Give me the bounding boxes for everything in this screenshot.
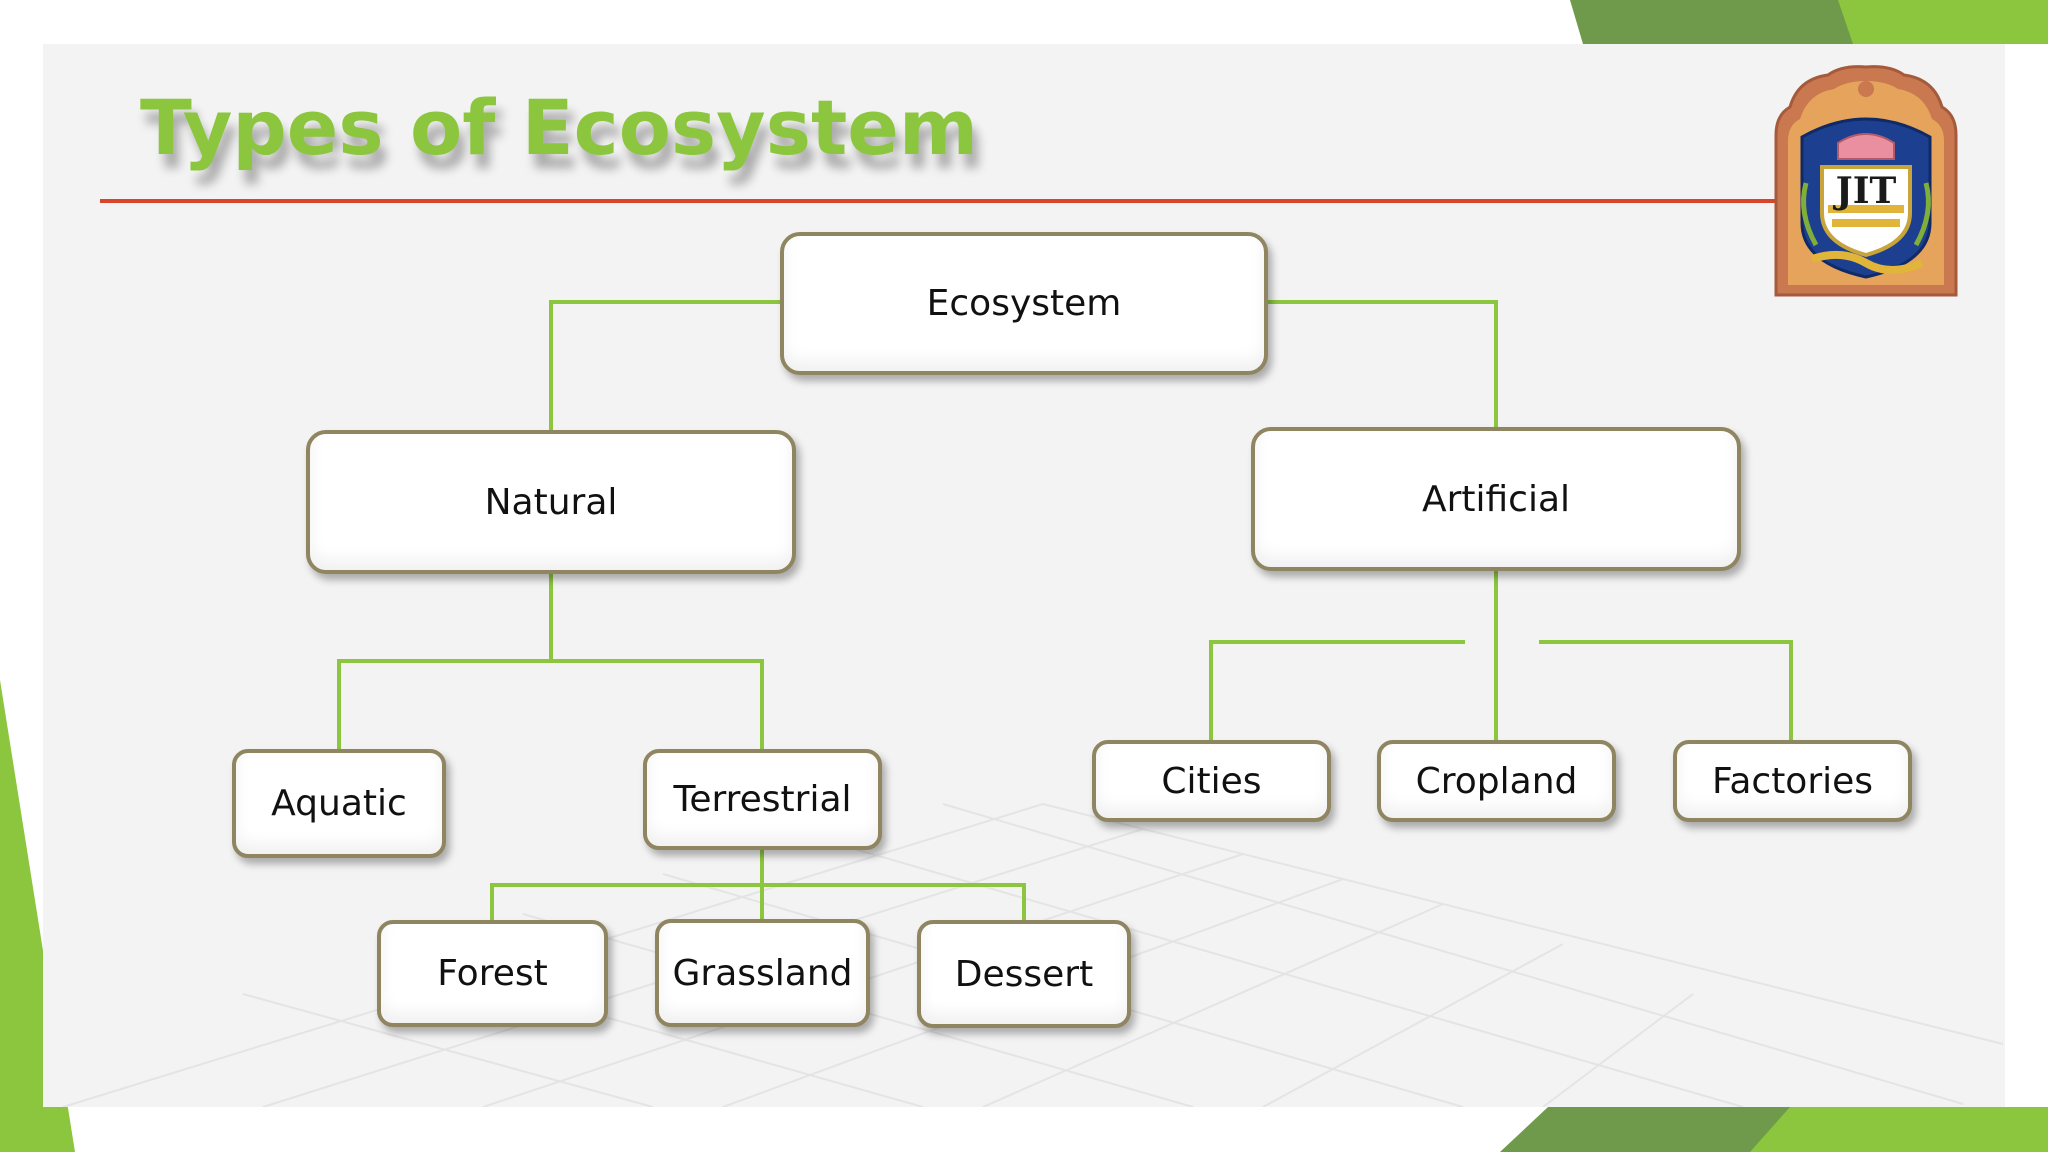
connector-artificial-right <box>1539 640 1793 742</box>
connector-artificial-left <box>1209 640 1465 742</box>
college-crest-logo: JIT <box>1774 65 1958 297</box>
connector-root-natural <box>549 300 780 432</box>
node-factories: Factories <box>1673 740 1912 822</box>
node-natural: Natural <box>306 430 796 574</box>
node-artificial: Artificial <box>1251 427 1741 571</box>
title-underline <box>100 199 1776 203</box>
bottom-right-decor-light <box>1750 1107 2048 1152</box>
node-grassland: Grassland <box>655 919 870 1027</box>
node-ecosystem: Ecosystem <box>780 232 1268 375</box>
node-forest: Forest <box>377 920 608 1027</box>
connector-root-artificial <box>1268 300 1498 428</box>
logo-monogram: JIT <box>1833 170 1897 212</box>
connector-terrestrial-children <box>490 883 1026 922</box>
node-cities: Cities <box>1092 740 1331 822</box>
connector-natural-children <box>337 659 764 750</box>
top-right-decor-light <box>1838 0 2048 44</box>
slide-title: Types of Ecosystem <box>140 83 979 172</box>
node-terrestrial: Terrestrial <box>643 749 882 850</box>
node-cropland: Cropland <box>1377 740 1616 822</box>
node-aquatic: Aquatic <box>232 749 446 858</box>
node-dessert: Dessert <box>917 920 1131 1028</box>
